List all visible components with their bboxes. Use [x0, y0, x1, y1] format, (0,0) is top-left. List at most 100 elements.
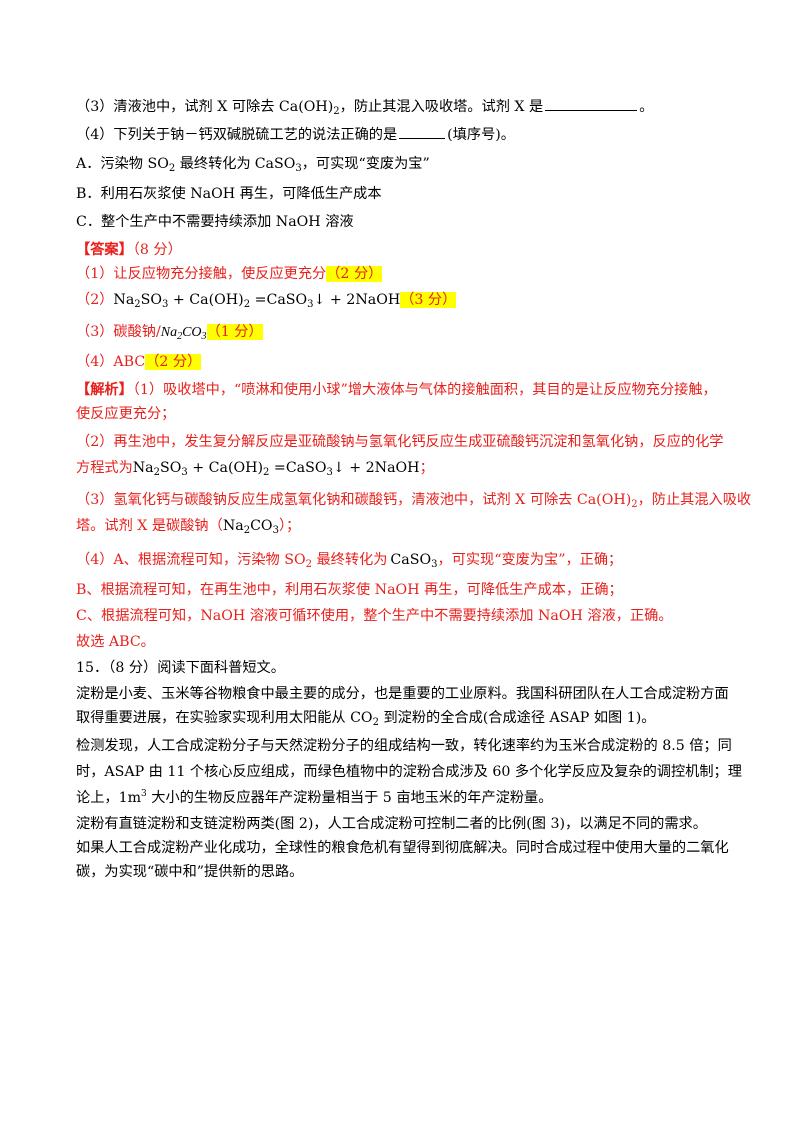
eq-part: =CaSO: [269, 460, 327, 476]
eq-part: Na: [132, 460, 154, 476]
eq-sub: 2: [243, 299, 251, 310]
answer-2-equation: Na2SO3 + Ca(OH)2 =CaSO3↓ + 2NaOH: [113, 292, 401, 310]
q4-text-post: (填序号)。: [447, 127, 515, 143]
q3-text: （3）清液池中，试剂 X 可除去 Ca(OH): [76, 99, 334, 115]
explanation-3-post: ，防止其混入吸收: [637, 492, 752, 508]
q4-answer-blank[interactable]: [399, 124, 446, 139]
answer-4-text: （4）ABC: [76, 354, 146, 370]
question-4: （4）下列关于钠－钙双碱脱硫工艺的说法正确的是 (填序号)。: [76, 124, 515, 145]
explanation-3b-post: ）；: [278, 518, 301, 534]
eq-sub: 2: [263, 467, 270, 478]
answer-1: （1）让反应物充分接触，使反应更充分（2 分）: [76, 264, 383, 284]
q3-end: 。: [639, 99, 654, 115]
explanation-4-formula: CaSO3: [390, 552, 438, 570]
question-15-title: 15．（8 分）阅读下面科普短文。: [76, 660, 285, 676]
q3-sub: 2: [333, 106, 340, 117]
explanation-2b: 方程式为Na2SO3 + Ca(OH)2 =CaSO3↓ + 2NaOH；: [76, 458, 434, 478]
formula-part: Na: [160, 325, 178, 340]
formula-part: CO: [182, 325, 202, 340]
explanation-4-sub: 2: [305, 559, 312, 570]
answer-3-text: （3）碳酸钠/: [76, 324, 161, 340]
answer-1-text: （1）让反应物充分接触，使反应更充分: [76, 266, 327, 282]
option-b: B．利用石灰浆使 NaOH 再生，可降低生产成本: [76, 186, 382, 202]
eq-part: + Ca(OH): [187, 460, 264, 476]
option-a-formula: CaSO3: [254, 156, 302, 174]
eq-part: SO: [140, 292, 163, 308]
explanation-1b: 使反应更充分；: [76, 406, 176, 422]
paragraph-2c: 论上，1m3 大小的生物反应器年产淀粉量相当于 5 亩地玉米的年产淀粉量。: [76, 788, 552, 808]
explanation-3b-formula: Na2CO3: [222, 518, 279, 536]
eq-part: ↓ + 2NaOH: [313, 292, 401, 308]
answer-4: （4）ABC（2 分）: [76, 352, 202, 372]
paragraph-4: 如果人工合成淀粉产业化成功，全球性的粮食危机有望得到彻底解决。同时合成过程中使用…: [76, 840, 729, 856]
explanation-2b-text: 方程式为: [76, 460, 133, 476]
formula-part: Na: [222, 518, 244, 534]
paragraph-3: 淀粉有直链淀粉和支链淀粉两类(图 2)，人工合成淀粉可控制二者的比例(图 3)，…: [76, 816, 707, 832]
explanation-4b: B、根据流程可知，在再生池中，利用石灰浆使 NaOH 再生，可降低生产成本，正确…: [76, 582, 623, 598]
paragraph-2c-post: 大小的生物反应器年产淀粉量相当于 5 亩地玉米的年产淀粉量。: [146, 790, 553, 806]
explanation-label: 【解析】: [76, 382, 133, 398]
paragraph-4b: 碳，为实现“碳中和”提供新的思路。: [76, 864, 304, 880]
eq-sub: 2: [134, 299, 141, 310]
answer-score: （8 分）: [132, 242, 182, 258]
answer-2-score: （3 分）: [400, 292, 457, 308]
formula-sub: 3: [295, 163, 302, 174]
explanation-3: （3）氢氧化钙与碳酸钠反应生成氢氧化钠和碳酸钙，清液池中，试剂 X 可除去 Ca…: [76, 490, 751, 510]
paragraph-1b-post: 到淀粉的全合成(合成途径 ASAP 如图 1)。: [378, 710, 656, 726]
eq-sub: 2: [153, 467, 161, 478]
answer-4-score: （2 分）: [145, 354, 202, 370]
option-a-text: A．污染物 SO: [76, 156, 169, 172]
answer-header: 【答案】（8 分）: [76, 240, 182, 260]
formula-sub: 3: [201, 331, 207, 342]
answer-3-score: （1 分）: [206, 324, 263, 340]
eq-part: + Ca(OH): [168, 292, 244, 308]
explanation-3b-text: 塔。试剂 X 是碳酸钠（: [76, 518, 223, 534]
formula-sub: 3: [431, 559, 438, 570]
q3-answer-blank[interactable]: [545, 96, 638, 111]
eq-part: ↓ + 2NaOH: [332, 460, 420, 476]
option-a-post: ，可实现“变废为宝”: [301, 156, 430, 172]
paragraph-1b-text: 取得重要进展，在实验家实现利用太阳能从 CO: [76, 710, 373, 726]
paragraph-2b: 时，ASAP 由 11 个核心反应组成，而绿色植物中的淀粉合成涉及 60 多个化…: [76, 764, 742, 780]
explanation-1: 【解析】（1）吸收塔中，“喷淋和使用小球”增大液体与气体的接触面积，其目的是让反…: [76, 380, 717, 400]
option-a-mid: 最终转化为: [175, 156, 251, 172]
explanation-2: （2）再生池中，发生复分解反应是亚硫酸钠与氢氧化钙反应生成亚硫酸钙沉淀和氢氧化钠…: [76, 434, 724, 450]
explanation-3-sub: 2: [631, 499, 638, 510]
explanation-4d: 故选 ABC。: [76, 634, 155, 650]
explanation-4-text: （4）A、根据流程可知，污染物 SO: [76, 552, 306, 568]
explanation-1-text: （1）吸收塔中，“喷淋和使用小球”增大液体与气体的接触面积，其目的是让反应物充分…: [132, 382, 717, 398]
explanation-4c: C、根据流程可知，NaOH 溶液可循环使用，整个生产中不需要持续添加 NaOH …: [76, 608, 673, 624]
explanation-4-mid: 最终转化为: [311, 552, 388, 568]
paragraph-2c-text: 论上，1m: [76, 790, 142, 806]
eq-sub: 3: [326, 467, 333, 478]
question-3: （3）清液池中，试剂 X 可除去 Ca(OH)2，防止其混入吸收塔。试剂 X 是…: [76, 96, 653, 117]
formula-part: CO: [250, 518, 273, 534]
answer-label: 【答案】: [76, 242, 133, 258]
answer-3: （3）碳酸钠/Na2CO3（1 分）: [76, 322, 263, 343]
eq-part: =CaSO: [250, 292, 308, 308]
eq-sub: 3: [181, 467, 188, 478]
answer-2: （2）Na2SO3 + Ca(OH)2 =CaSO3↓ + 2NaOH（3 分）: [76, 290, 457, 310]
formula-sub: 2: [177, 331, 183, 342]
formula-part: CaSO: [254, 156, 296, 172]
option-c: C．整个生产中不需要持续添加 NaOH 溶液: [76, 214, 354, 230]
answer-3-formula: Na2CO3: [160, 325, 207, 342]
eq-sub: 3: [162, 299, 169, 310]
answer-2-label: （2）: [76, 292, 114, 308]
explanation-4-post: ，可实现“变废为宝”，正确；: [437, 552, 623, 568]
paragraph-1: 淀粉是小麦、玉米等谷物粮食中最主要的成分，也是重要的工业原料。我国科研团队在人工…: [76, 686, 729, 702]
eq-sub: 3: [307, 299, 314, 310]
paragraph-1b: 取得重要进展，在实验家实现利用太阳能从 CO2 到淀粉的全合成(合成途径 ASA…: [76, 708, 655, 728]
q4-text: （4）下列关于钠－钙双碱脱硫工艺的说法正确的是: [76, 127, 398, 143]
explanation-2-equation: Na2SO3 + Ca(OH)2 =CaSO3↓ + 2NaOH: [132, 460, 420, 478]
paragraph-2: 检测发现，人工合成淀粉分子与天然淀粉分子的组成结构一致，转化速率约为玉米合成淀粉…: [76, 738, 732, 754]
eq-part: Na: [113, 292, 135, 308]
formula-part: CaSO: [390, 552, 432, 568]
eq-part: SO: [160, 460, 182, 476]
formula-sub: 3: [272, 525, 279, 536]
answer-1-score: （2 分）: [326, 266, 383, 282]
explanation-2b-post: ；: [419, 460, 434, 476]
paragraph-1b-sub: 2: [372, 717, 379, 728]
